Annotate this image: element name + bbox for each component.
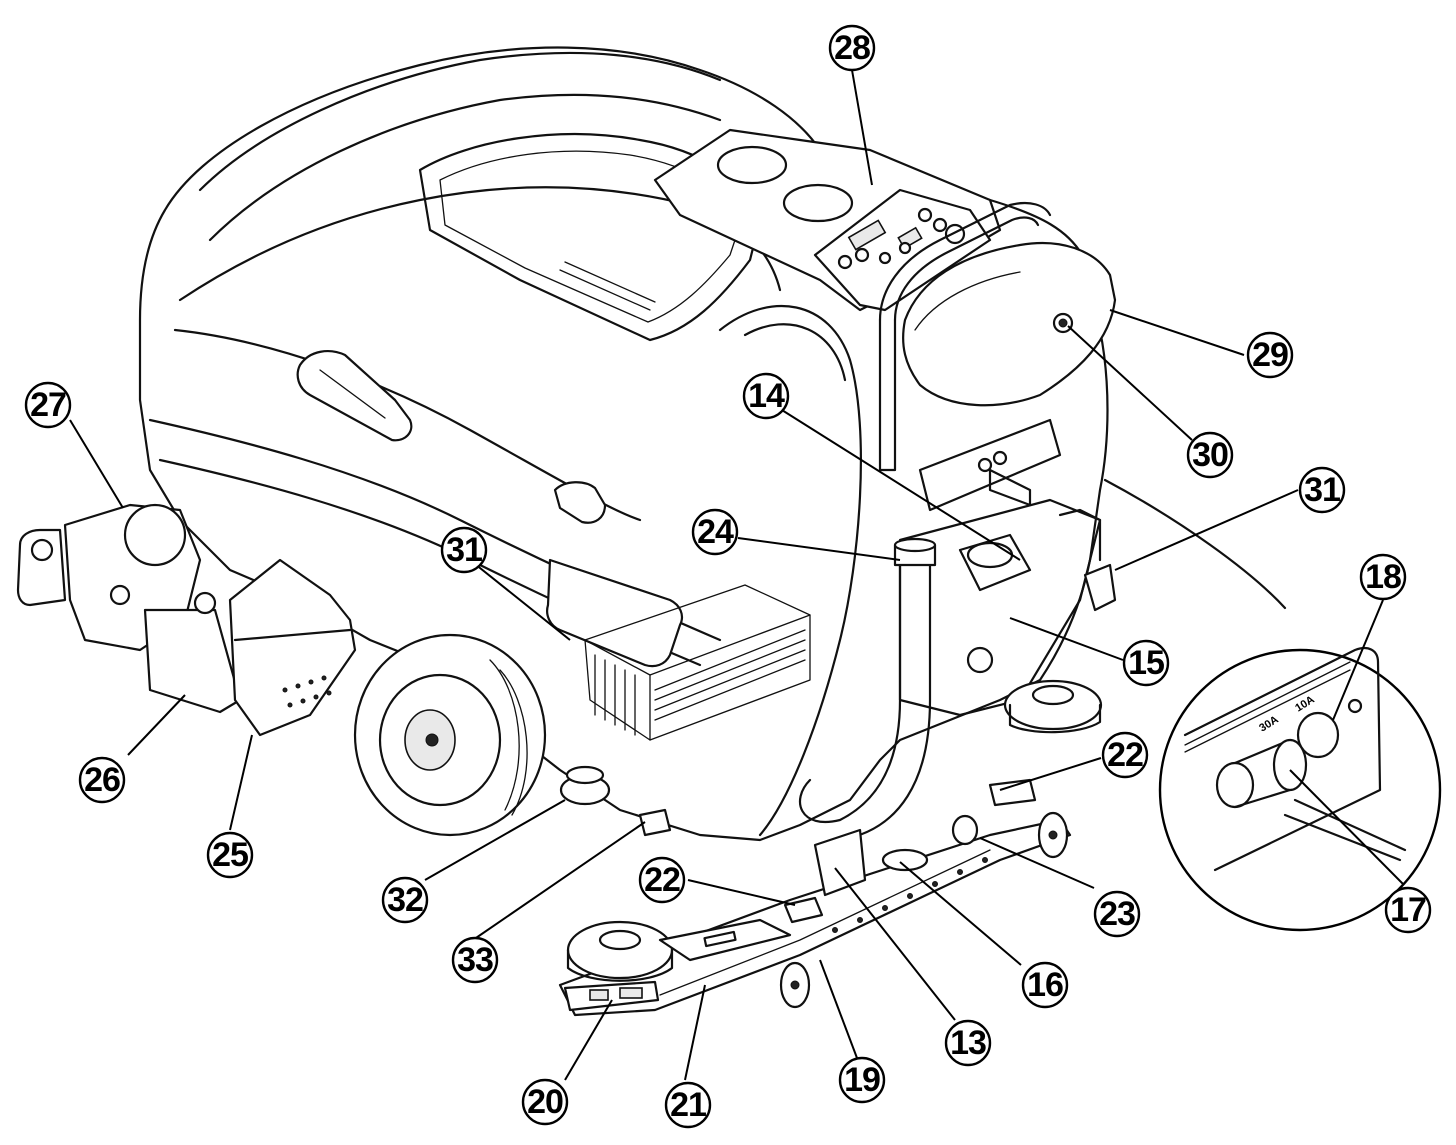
callout-label: 33: [457, 941, 493, 979]
callout-label: 23: [1099, 895, 1135, 933]
callout-24: 24: [691, 508, 739, 556]
callout-16: 16: [1021, 961, 1069, 1009]
callout-label: 25: [212, 836, 248, 874]
callout-label: 16: [1027, 966, 1063, 1004]
squeegee-assembly: [558, 765, 1072, 1017]
callout-label: 17: [1390, 891, 1426, 929]
leader-lines: [69, 69, 1405, 1081]
callout-label: 19: [844, 1061, 880, 1099]
circuit-breaker-detail-inset: 30A 10A: [1103, 478, 1442, 932]
callout-31-right: 31: [1298, 466, 1346, 514]
callout-18: 18: [1359, 553, 1407, 601]
callout-label: 20: [527, 1083, 563, 1121]
callout-label: 31: [446, 531, 482, 569]
callout-22-left: 22: [638, 856, 686, 904]
callout-13: 13: [944, 1019, 992, 1067]
rear-wheel: [353, 633, 547, 837]
callout-label: 22: [1107, 736, 1143, 774]
callout-32: 32: [381, 876, 429, 924]
callout-26: 26: [78, 756, 126, 804]
callout-33: 33: [451, 936, 499, 984]
callout-label: 18: [1365, 558, 1401, 596]
vent-holes: [282, 675, 332, 708]
callout-label: 26: [84, 761, 120, 799]
callout-22-right: 22: [1101, 731, 1149, 779]
callout-label: 31: [1304, 471, 1340, 509]
rear-assembly: [798, 498, 1117, 842]
callout-label: 32: [387, 881, 423, 919]
callout-14: 14: [742, 372, 790, 420]
callout-28: 28: [828, 24, 876, 72]
callout-31-left: 31: [440, 526, 488, 574]
callout-label: 27: [30, 386, 66, 424]
callout-label: 29: [1252, 336, 1288, 374]
callout-23: 23: [1093, 890, 1141, 938]
callout-30: 30: [1186, 431, 1234, 479]
control-panel: [653, 128, 1002, 312]
callout-29: 29: [1246, 331, 1294, 379]
callout-label: 24: [697, 513, 734, 551]
callout-27: 27: [24, 381, 72, 429]
callout-21: 21: [664, 1081, 712, 1129]
callout-15: 15: [1122, 639, 1170, 687]
handle-assembly: [878, 201, 1117, 512]
callout-label: 28: [834, 29, 870, 67]
callout-19: 19: [838, 1056, 886, 1104]
callout-label: 22: [644, 861, 680, 899]
callout-label: 21: [670, 1086, 706, 1124]
callout-17: 17: [1384, 886, 1432, 934]
left-assembly: [16, 503, 357, 737]
callout-label: 14: [748, 377, 785, 415]
onboard-charger: [584, 584, 811, 741]
callout-label: 13: [950, 1024, 986, 1062]
squeegee-holes: [832, 857, 988, 933]
callout-label: 30: [1192, 436, 1228, 474]
callout-25: 25: [206, 831, 254, 879]
callout-20: 20: [521, 1078, 569, 1126]
callout-label: 15: [1128, 644, 1164, 682]
